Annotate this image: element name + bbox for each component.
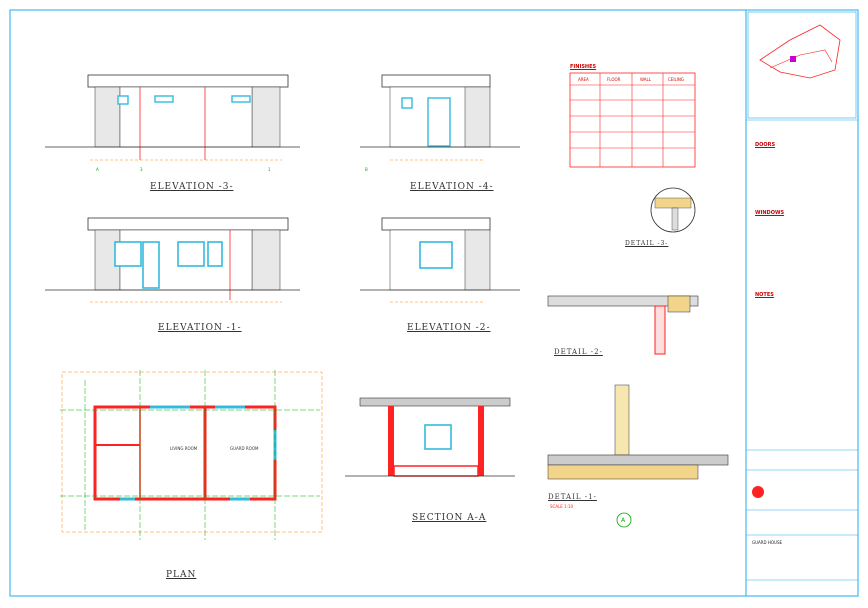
detail-2 [547, 295, 699, 355]
elevation-4 [360, 74, 520, 161]
section-a-a [345, 397, 515, 477]
title-detail-2: DETAIL -2- [554, 348, 603, 356]
grid-mark-1: 1 [268, 167, 271, 172]
elevation-2 [360, 217, 520, 303]
doors-title: DOORS [755, 142, 776, 148]
sheet-border [9, 9, 859, 597]
schedule-header-area: AREA [578, 77, 589, 82]
windows-title: WINDOWS [755, 210, 785, 216]
detail-1 [547, 384, 729, 528]
room-label-living: LIVING ROOM [170, 446, 198, 451]
elevation-1 [45, 217, 300, 303]
grid-mark-a: A [96, 167, 99, 172]
title-plan: PLAN [166, 570, 197, 580]
title-detail-3: DETAIL -3- [625, 240, 669, 247]
title-elevation-3: ELEVATION -3- [150, 182, 234, 192]
notes-title: NOTES [755, 292, 774, 298]
schedule-header-wall: WALL [640, 77, 651, 82]
key-map [747, 11, 857, 119]
grid-mark-b: B [365, 167, 368, 172]
schedule-title: FINISHES [570, 64, 597, 70]
floor-plan [60, 370, 323, 540]
schedule-header-floor: FLOOR [607, 77, 621, 82]
detail-1-scale: SCALE 1:10 [550, 504, 574, 509]
section-mark-a: A [621, 517, 626, 524]
schedule-header-ceiling: CEILING [668, 77, 684, 82]
title-section: SECTION A-A [412, 513, 487, 523]
title-detail-1: DETAIL -1- [548, 493, 597, 501]
sheet-name: GUARD HOUSE [752, 540, 783, 545]
title-elevation-1: ELEVATION -1- [158, 323, 242, 333]
title-elevation-4: ELEVATION -4- [410, 182, 494, 192]
room-label-guard: GUARD ROOM [230, 446, 259, 451]
detail-3 [650, 187, 696, 233]
grid-mark-3: 3 [140, 167, 143, 172]
finishes-schedule [569, 72, 696, 168]
title-elevation-2: ELEVATION -2- [407, 323, 491, 333]
university-logo [752, 486, 764, 498]
elevation-3 [45, 74, 300, 161]
